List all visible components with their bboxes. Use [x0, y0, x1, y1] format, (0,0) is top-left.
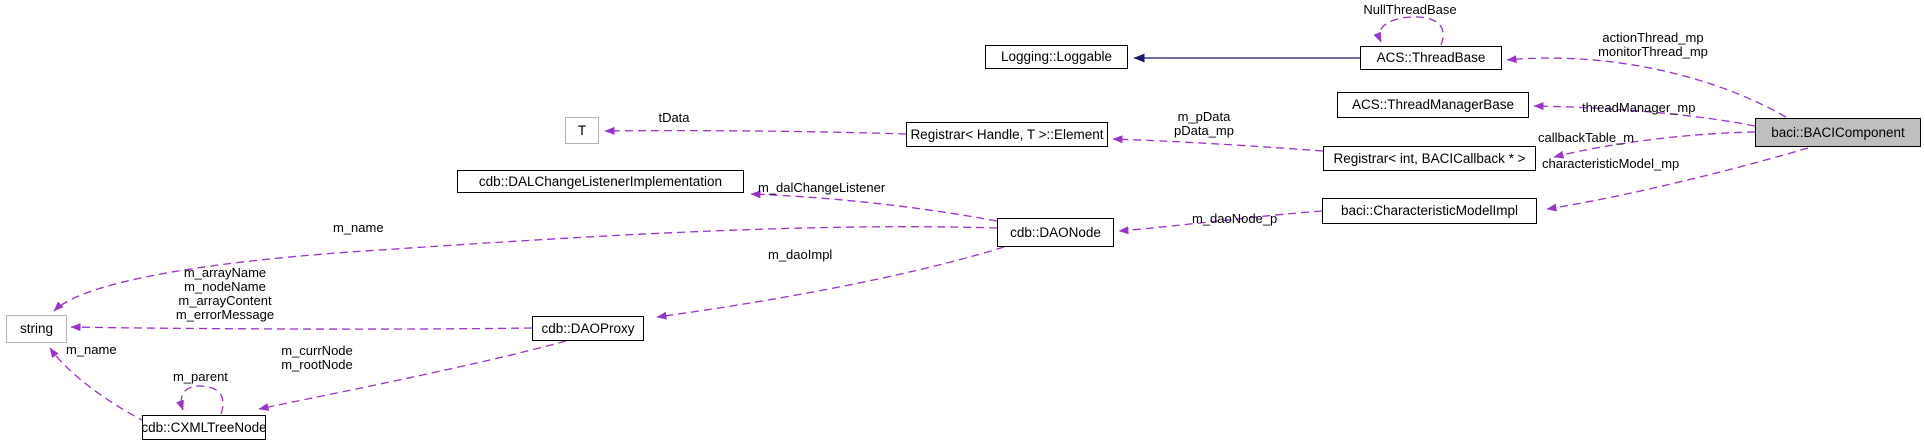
class-node-cdb-cxmltreenode[interactable]: cdb::CXMLTreeNode — [141, 415, 267, 440]
edge-label-m-name-daonode: m_name — [333, 220, 384, 235]
class-node-cdb-daonode[interactable]: cdb::DAONode — [997, 218, 1114, 247]
class-node-string: string — [6, 315, 67, 343]
class-node-template-t: T — [565, 117, 599, 144]
edge-label-threadmanager-mp: threadManager_mp — [1582, 100, 1696, 115]
edge-label-m-pdata: m_pData pData_mp — [1174, 109, 1234, 138]
edge-label-m-dalchangelistener: m_dalChangeListener — [758, 180, 886, 195]
edge-actionthread — [1506, 55, 1787, 118]
class-node-acs-threadmanagerbase[interactable]: ACS::ThreadManagerBase — [1337, 92, 1529, 118]
edge-label-arraynames-block: m_arrayName m_nodeName m_arrayContent m_… — [175, 265, 275, 322]
edge-daonode-p — [1118, 210, 1323, 235]
edge-currnode — [258, 340, 567, 411]
edge-pdata — [1112, 135, 1324, 152]
edge-label-characteristicmodel-mp: characteristicModel_mp — [1542, 156, 1680, 171]
class-node-registrar-int-bacicallback[interactable]: Registrar< int, BACICallback * > — [1323, 146, 1536, 171]
edge-label-actionthread-monitorthread: actionThread_mp monitorThread_mp — [1598, 30, 1708, 59]
edge-label-nullthreadbase: NullThreadBase — [1363, 2, 1457, 17]
class-node-cdb-daoproxy[interactable]: cdb::DAOProxy — [532, 316, 644, 341]
edge-label-m-currnode-rootnode: m_currNode m_rootNode — [281, 343, 353, 372]
edge-label-m-daoimpl: m_daoImpl — [768, 247, 833, 262]
edge-threadmanager — [1533, 102, 1756, 127]
class-node-logging-loggable[interactable]: Logging::Loggable — [985, 45, 1128, 69]
edge-mparent-selfloop — [176, 385, 224, 415]
class-node-acs-threadbase[interactable]: ACS::ThreadBase — [1360, 46, 1502, 70]
edge-label-m-name-cxml: m_name — [66, 342, 117, 357]
class-node-cdb-dalchangelistenerimplementation[interactable]: cdb::DALChangeListenerImplementation — [457, 170, 744, 193]
edge-label-m-parent: m_parent — [173, 369, 228, 384]
edge-label-tdata: tData — [658, 110, 690, 125]
edge-callbacktable — [1553, 131, 1756, 159]
edge-dalchangelistener — [750, 190, 998, 222]
edge-tdata — [604, 126, 907, 135]
edge-daonode-m-name — [53, 226, 998, 312]
edge-label-callbacktable-m: callbackTable_m — [1538, 130, 1635, 145]
edge-characteristicmodel — [1546, 147, 1809, 212]
edge-cxml-m-name — [49, 347, 147, 423]
edge-nullthreadbase-selfloop — [1373, 16, 1444, 46]
edge-arraynames — [70, 323, 533, 332]
edge-daoimpl — [656, 246, 1005, 320]
class-node-baci-characteristicmodelimpl[interactable]: baci::CharacteristicModelImpl — [1322, 198, 1537, 224]
edge-label-m-daonode-p: m_daoNode_p — [1192, 211, 1278, 226]
class-node-registrar-element[interactable]: Registrar< Handle, T >::Element — [906, 122, 1108, 147]
class-node-baci-bacicomponent: baci::BACIComponent — [1755, 118, 1921, 147]
